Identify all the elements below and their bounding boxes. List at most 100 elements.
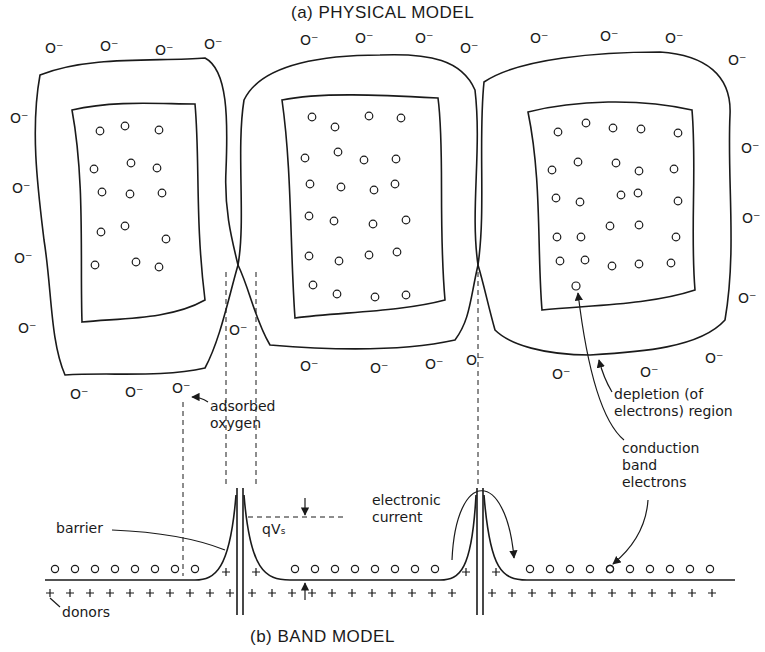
electron <box>132 258 140 266</box>
donor-sign <box>428 589 436 597</box>
adsorbed-ion-label: O⁻ <box>172 380 190 397</box>
donor-sign <box>448 589 456 597</box>
qvs-arrow <box>304 498 305 515</box>
electron <box>309 281 317 289</box>
leader-line <box>50 598 60 607</box>
donor-sign <box>328 589 336 597</box>
electron <box>91 565 98 572</box>
adsorbed-ion-label: O⁻ <box>204 36 222 53</box>
electron <box>411 565 418 572</box>
electron <box>191 565 198 572</box>
grain-outer <box>35 58 238 375</box>
adsorbed-ion-label: O⁻ <box>70 386 88 403</box>
electron <box>548 166 556 174</box>
grain-outer <box>238 55 478 349</box>
electron <box>305 252 313 260</box>
electron <box>670 165 678 173</box>
adsorbed-ion-label: O⁻ <box>14 250 32 267</box>
adsorbed-ion-label: O⁻ <box>155 42 173 59</box>
donor-sign <box>268 589 276 597</box>
electron <box>162 235 170 243</box>
electron <box>308 113 316 121</box>
electron <box>131 565 138 572</box>
grain-outer <box>478 52 731 355</box>
electron <box>666 565 673 572</box>
adsorbed-ion-label: O⁻ <box>229 322 247 339</box>
electron <box>151 565 158 572</box>
adsorbed-ion-label: O⁻ <box>552 366 570 383</box>
adsorbed-ion-label: O⁻ <box>665 30 683 47</box>
electron <box>574 158 582 166</box>
leader-arrow <box>192 397 208 402</box>
electron <box>311 565 318 572</box>
conduction-band-edge <box>484 495 735 580</box>
adsorbed-ion-label: O⁻ <box>415 30 433 47</box>
donor-sign <box>548 589 556 597</box>
electron <box>686 565 693 572</box>
electron <box>586 565 593 572</box>
electron <box>365 112 373 120</box>
electron <box>397 114 405 122</box>
electron <box>554 128 562 136</box>
electron <box>552 194 560 202</box>
electron <box>90 165 98 173</box>
donor-sign <box>648 589 656 597</box>
electron <box>91 261 99 269</box>
electron <box>360 156 368 164</box>
electron <box>576 198 584 206</box>
electron <box>351 565 358 572</box>
adsorbed-ion-label: O⁻ <box>12 180 30 197</box>
electrons <box>51 112 713 572</box>
donor-sign <box>528 589 536 597</box>
electron <box>646 565 653 572</box>
electron <box>612 159 620 167</box>
electron <box>609 124 617 132</box>
electron <box>608 262 616 270</box>
electron <box>333 290 341 298</box>
adsorbed-ion-label: O⁻ <box>45 40 63 57</box>
electron <box>577 233 585 241</box>
callout-label: depletion (of electrons) region <box>614 386 734 420</box>
donor-sign <box>222 568 230 576</box>
guide-line <box>256 272 257 486</box>
depletion-boundary <box>72 103 205 322</box>
donor-sign <box>252 568 260 576</box>
guide-line <box>183 402 184 576</box>
electron <box>606 565 613 572</box>
electron <box>334 148 342 156</box>
depletion-boundary <box>282 95 445 318</box>
electron <box>301 154 309 162</box>
electron <box>637 125 645 133</box>
adsorbed-ion-label: O⁻ <box>742 210 760 227</box>
electron <box>582 119 590 127</box>
current-arrow <box>452 491 514 560</box>
electron <box>155 126 163 134</box>
electron <box>553 233 561 241</box>
electron <box>635 221 643 229</box>
donor-sign <box>708 589 716 597</box>
electron <box>335 257 343 265</box>
donor-sign <box>146 589 154 597</box>
donor-sign <box>408 589 416 597</box>
electron <box>674 129 682 137</box>
electron <box>667 259 675 267</box>
electron <box>121 222 129 230</box>
adsorbed-ion-label: O⁻ <box>728 52 746 69</box>
potential-label: qVₛ <box>262 521 286 538</box>
electron <box>606 222 614 230</box>
guide-line <box>226 272 227 486</box>
electron <box>634 189 642 197</box>
donor-sign <box>186 589 194 597</box>
callout-label: electronic current <box>372 492 450 526</box>
leader-arrow <box>613 500 648 564</box>
electron <box>331 123 339 131</box>
donor-sign <box>492 568 500 576</box>
conduction-band-edge <box>45 495 236 580</box>
electron <box>126 190 134 198</box>
electron <box>635 167 643 175</box>
electron <box>526 565 533 572</box>
callout-label: conduction band electrons <box>622 440 718 491</box>
electron <box>98 188 106 196</box>
electron <box>369 220 377 228</box>
